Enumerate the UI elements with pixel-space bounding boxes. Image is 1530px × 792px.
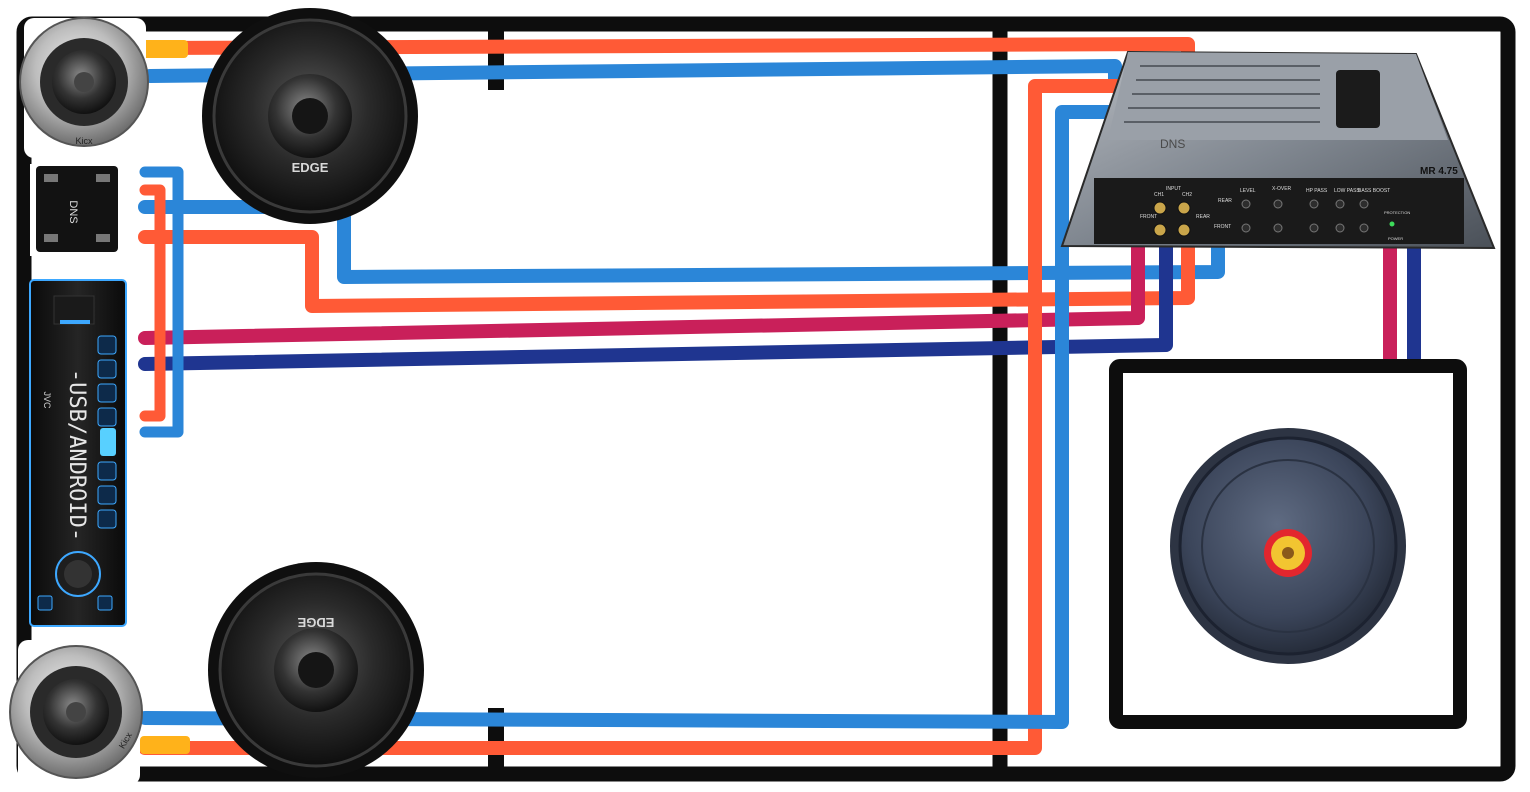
amplifier-badge <box>1336 70 1380 128</box>
amp-ctrl-hp: HP PASS <box>1306 188 1328 194</box>
amp-ctrl-lp: LOW PASS <box>1334 188 1360 194</box>
amp-input-ch2: CH2 <box>1182 192 1192 198</box>
wire-blue-headunit-loop <box>139 166 184 438</box>
midbass-bottom-brand: EDGE <box>297 615 334 630</box>
amp-ctrl-power: POWER <box>1388 236 1403 241</box>
amp-ctrl-bass: BASS BOOST <box>1358 188 1390 194</box>
amp-ctrl-rear: REAR <box>1218 198 1232 204</box>
head-unit: -USB/ANDROID- JVC <box>29 279 127 627</box>
amp-input-rear: REAR <box>1196 214 1210 220</box>
amp-input-front: FRONT <box>1140 214 1157 220</box>
amp-ctrl-front: FRONT <box>1214 224 1231 230</box>
tweeter-top-brand: Kicx <box>75 136 93 146</box>
connector-top <box>140 40 188 58</box>
amp-input-label: INPUT <box>1166 186 1181 192</box>
amplifier: MR 4.75 DNS INPUT CH1 CH2 FRONT REAR REA… <box>1060 50 1496 250</box>
head-unit-brand: JVC <box>42 391 52 409</box>
wire-crimson-rca <box>138 233 1145 345</box>
amp-input-ch1: CH1 <box>1154 192 1164 198</box>
crossover-brand: DNS <box>67 200 79 223</box>
amp-ctrl-xover: X-OVER <box>1272 186 1292 192</box>
amp-knobs <box>1241 199 1369 233</box>
wire-red-rear <box>138 79 1165 755</box>
midbass-top: EDGE <box>202 8 418 224</box>
head-unit-highlight-button <box>100 428 116 456</box>
amp-ctrl-level: LEVEL <box>1240 188 1256 194</box>
rca-jacks <box>1153 201 1191 237</box>
amplifier-model: MR 4.75 <box>1420 166 1458 177</box>
wire-red-crossover-top <box>138 230 1195 313</box>
midbass-bottom: EDGE <box>208 562 424 778</box>
tweeter-bottom: Kicx <box>9 640 143 785</box>
wire-navy-rca <box>138 233 1173 371</box>
crossover: DNS <box>30 164 122 256</box>
head-unit-display: -USB/ANDROID- <box>64 369 89 541</box>
wire-blue-front-left <box>143 59 1122 87</box>
door-markers <box>488 30 504 768</box>
wire-red-headunit-loop <box>139 184 166 422</box>
car-body-outline <box>16 16 1516 782</box>
amp-ctrl-protection: PROTECTION <box>1384 210 1410 215</box>
subwoofer <box>1170 428 1406 664</box>
crossover-icon <box>36 166 118 252</box>
tweeter-top: Kicx <box>19 17 149 158</box>
connector-bottom <box>140 736 190 754</box>
power-led <box>1389 221 1395 227</box>
amplifier-brand: DNS <box>1160 137 1185 151</box>
midbass-top-brand: EDGE <box>292 160 329 175</box>
